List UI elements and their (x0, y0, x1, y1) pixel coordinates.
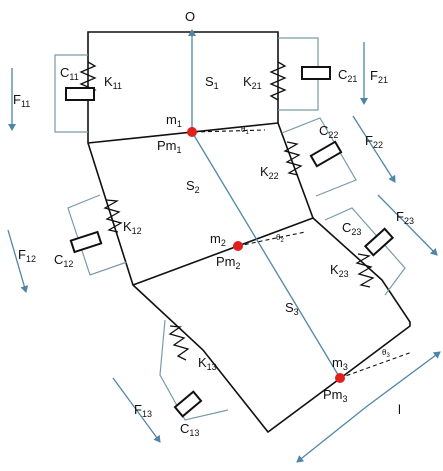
damper-c21 (301, 66, 331, 80)
mass-point-3 (335, 373, 345, 383)
force-arrow-f12 (7, 229, 29, 293)
label-s3: S3 (285, 300, 299, 317)
axis-s2-s3 (191, 131, 341, 379)
central-axis (188, 29, 341, 379)
force-arrows (7, 42, 438, 443)
label-c23: C23 (342, 220, 361, 237)
label-theta3: θ3 (382, 348, 390, 359)
force-arrow-f13 (112, 377, 161, 443)
label-theta1: θ1 (241, 125, 249, 136)
dashed-line-3 (339, 351, 413, 379)
label-c11: C11 (60, 65, 79, 82)
damper-boxes (65, 66, 395, 418)
label-pm2: Pm2 (216, 254, 241, 271)
label-c22: C22 (319, 123, 338, 140)
dashed-line-2 (237, 231, 306, 247)
segment-divider-2 (132, 217, 314, 286)
length-arrow-end (365, 351, 441, 408)
angle-reference-lines (193, 129, 413, 379)
label-f11: F11 (13, 92, 30, 109)
label-f12: F12 (18, 247, 36, 264)
origin-label: O (185, 9, 195, 24)
dashed-line-1 (193, 129, 266, 133)
length-dimension (296, 351, 441, 463)
labels: O S1 S2 S3 m1 m2 m3 Pm1 Pm2 Pm3 K11 K21 … (13, 9, 414, 438)
label-f21: F21 (370, 68, 388, 85)
label-pm1: Pm1 (157, 138, 182, 155)
label-m3: m3 (332, 355, 348, 372)
segment-frame (87, 31, 411, 434)
label-s2: S2 (186, 178, 200, 195)
damper-c13 (173, 390, 203, 418)
label-k23: K23 (330, 262, 349, 279)
damper-c12 (69, 230, 103, 254)
spring-k23 (355, 253, 375, 288)
segment-divider-1 (87, 122, 279, 144)
label-m2: m2 (210, 231, 226, 248)
label-length: l (398, 402, 401, 417)
label-c12: C12 (54, 252, 73, 269)
label-f13: F13 (134, 402, 152, 419)
mass-point-1 (187, 127, 197, 137)
length-arrow-start (296, 406, 367, 463)
label-m1: m1 (166, 112, 182, 129)
damper-frame-c11 (54, 54, 88, 133)
label-theta2: θ2 (276, 233, 284, 244)
label-k21: K21 (243, 74, 262, 91)
spring-k12 (103, 199, 123, 233)
label-k12: K12 (123, 219, 142, 236)
label-k11: K11 (104, 74, 122, 91)
springs (79, 61, 375, 361)
label-c21: C21 (338, 67, 357, 84)
label-f23: F23 (396, 209, 414, 226)
spring-k13 (168, 325, 190, 361)
damper-frame-c13 (159, 319, 229, 421)
label-s1: S1 (205, 74, 219, 91)
damper-c23 (363, 227, 395, 257)
force-arrow-f23 (377, 194, 438, 256)
mass-points (187, 127, 345, 383)
label-f22: F22 (365, 133, 383, 150)
label-k22: K22 (260, 164, 279, 181)
label-k13: K13 (198, 355, 217, 372)
label-pm3: Pm3 (323, 387, 348, 404)
damper-c11 (65, 87, 95, 101)
spring-k21 (269, 61, 287, 101)
damper-c22 (309, 140, 343, 168)
mass-point-2 (233, 241, 243, 251)
force-arrow-f22 (352, 115, 396, 183)
label-c13: C13 (180, 421, 199, 438)
spring-k22 (283, 141, 303, 176)
